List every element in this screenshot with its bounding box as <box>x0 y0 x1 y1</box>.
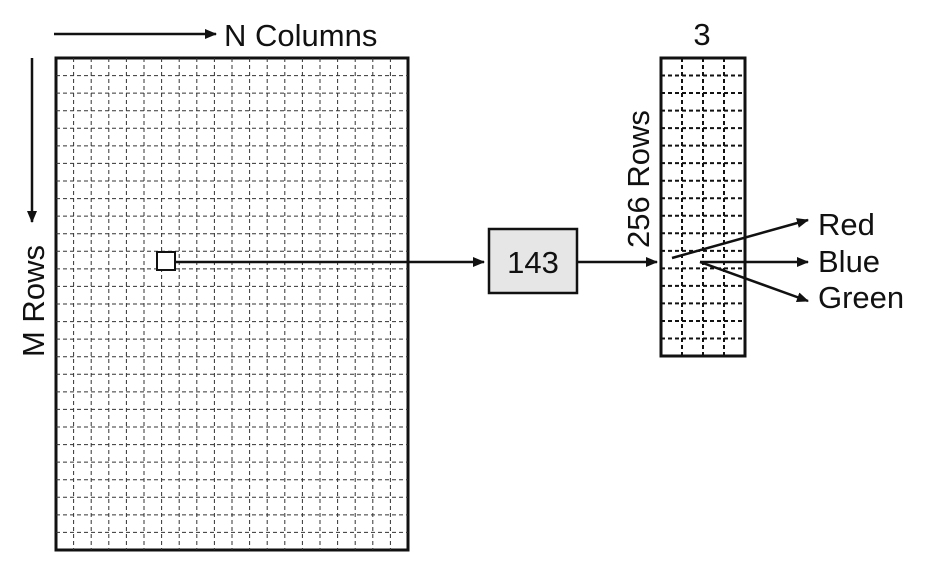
colormap-rows-label: 256 Rows <box>621 110 656 248</box>
output-label-blue: Blue <box>818 244 880 279</box>
red-output-arrow <box>671 218 809 260</box>
colormap-grid <box>661 58 745 356</box>
green-output-arrow <box>699 260 809 303</box>
image-matrix <box>54 56 410 552</box>
output-label-green: Green <box>818 280 904 315</box>
selected-pixel <box>156 251 176 271</box>
columns-label: N Columns <box>224 18 377 53</box>
index-value: 143 <box>507 245 559 280</box>
image-matrix-grid <box>56 58 408 550</box>
index-value-box <box>487 227 579 295</box>
colormap-table <box>659 56 747 358</box>
output-label-red: Red <box>818 207 875 242</box>
colormap-columns-label: 3 <box>693 17 710 52</box>
rows-label: M Rows <box>16 245 51 357</box>
